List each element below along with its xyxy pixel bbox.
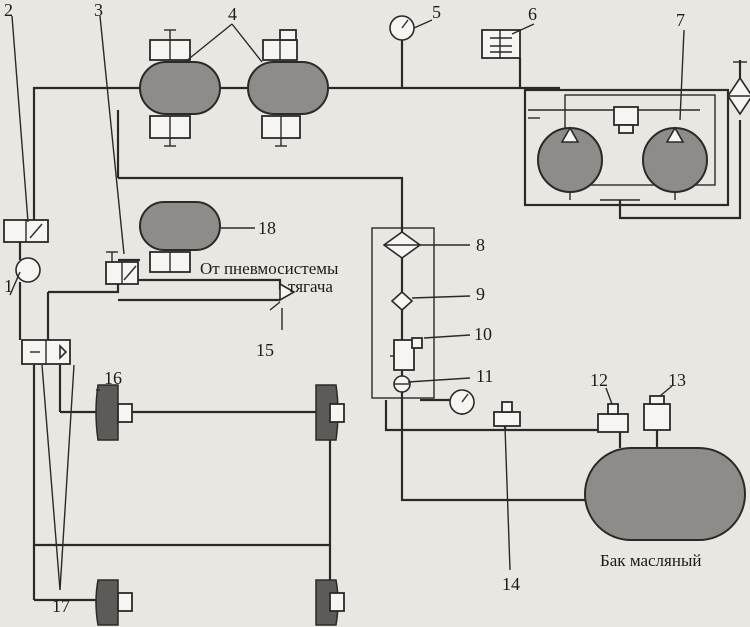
callout-7: 7	[676, 10, 685, 30]
source-label-line1: От пневмосистемы	[200, 259, 339, 278]
callout-2: 2	[4, 0, 13, 20]
left-valves	[3, 219, 71, 365]
callout-13: 13	[668, 370, 686, 390]
oil-tank-label: Бак масляный	[600, 551, 701, 570]
callout-3: 3	[94, 0, 103, 20]
callout-8: 8	[476, 235, 485, 255]
valve-10	[390, 337, 423, 371]
valve-14	[493, 401, 521, 427]
valve-12	[597, 403, 629, 433]
pressure-gauge-5	[389, 15, 415, 41]
callout-4: 4	[228, 4, 237, 24]
pipelines	[18, 40, 659, 602]
receivers-4	[139, 29, 329, 147]
brake-chambers-16	[95, 384, 345, 626]
air-dryer-block	[523, 60, 750, 220]
filter-8	[382, 231, 422, 259]
callout-14: 14	[502, 574, 520, 594]
callout-6: 6	[528, 4, 537, 24]
callout-18: 18	[258, 218, 276, 238]
callout-9: 9	[476, 284, 485, 304]
valve-3	[105, 251, 139, 285]
callout-12: 12	[590, 370, 608, 390]
check-valve-11	[393, 375, 411, 393]
source-label-line2: тягача	[288, 277, 333, 296]
valve-13	[643, 395, 671, 448]
callout-15: 15	[256, 340, 274, 360]
callout-1: 1	[4, 276, 13, 296]
pressure-regulator-6	[481, 29, 521, 59]
filter-9	[390, 290, 414, 312]
callout-5: 5	[432, 2, 441, 22]
callout-10: 10	[474, 324, 492, 344]
callout-17: 17	[52, 596, 70, 616]
coupling-head-15	[279, 282, 296, 330]
oil-tank	[584, 447, 746, 541]
pressure-gauge-11	[449, 389, 475, 415]
callout-11: 11	[476, 366, 493, 386]
leader-lines	[9, 15, 685, 591]
callout-numbers: 1 2 3 4 5 6 7 8 9 10 11 12 13 14 15 16 1…	[4, 0, 686, 616]
receiver-18	[139, 201, 255, 273]
callout-16: 16	[104, 368, 122, 388]
